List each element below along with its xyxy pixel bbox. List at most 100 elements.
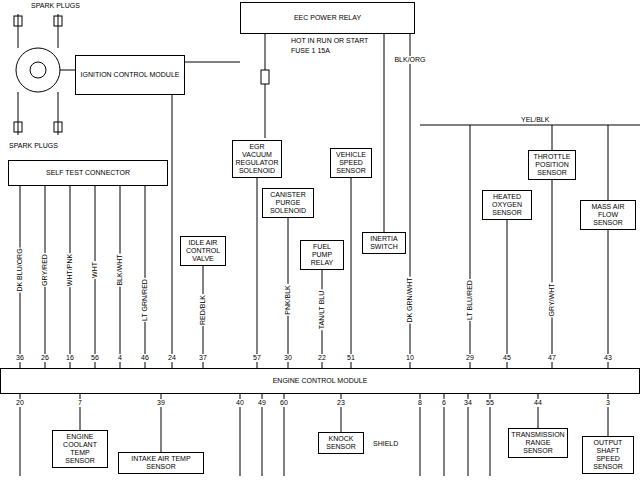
component-box: ENGINE COOLANT TEMP SENSOR (52, 430, 108, 468)
wire-label: SPARK PLUGS (30, 2, 81, 10)
component-label: FUEL PUMP RELAY (304, 243, 340, 267)
wire-connector (552, 180, 553, 368)
pin-number: 60 (279, 399, 289, 407)
distributor-cap (16, 48, 60, 92)
component-label: ENGINE COOLANT TEMP SENSOR (56, 433, 104, 465)
component-box: INERTIA SWITCH (362, 232, 406, 254)
pin-number: 8 (417, 399, 423, 407)
wire-label: BLK/WHT (116, 253, 124, 286)
wire-connector (384, 34, 385, 232)
wire (552, 125, 553, 150)
pin-number: 49 (257, 399, 267, 407)
wire-label: GRY/WHT (548, 283, 556, 318)
component-label: THROTTLE POSITION SENSOR (532, 153, 572, 177)
pin-number: 56 (90, 354, 100, 362)
wire-label: DK GRN/WHT (406, 276, 414, 323)
wire-label: DK BLU/ORG (16, 247, 24, 292)
pin-number: 34 (463, 399, 473, 407)
pin-number: 44 (533, 399, 543, 407)
wire (265, 34, 266, 138)
spark-plug-symbol (14, 122, 22, 132)
pin-number: 23 (336, 399, 346, 407)
pin-number: 37 (198, 354, 208, 362)
wire-label: WHT/PNK (66, 253, 74, 287)
pin-number: 47 (547, 354, 557, 362)
pin-number: 51 (346, 354, 356, 362)
component-label: ENGINE CONTROL MODULE (273, 377, 368, 385)
pin-number: 4 (117, 354, 123, 362)
pin-number: 36 (15, 354, 25, 362)
pin-number: 30 (283, 354, 293, 362)
pin-number: 7 (77, 399, 83, 407)
pin-number: 45 (502, 354, 512, 362)
wire-label: TAN/LT BLU (318, 290, 326, 331)
pin-number: 29 (465, 354, 475, 362)
pin-number: 46 (140, 354, 150, 362)
pin-number: 57 (252, 354, 262, 362)
wire-connector (257, 178, 258, 368)
component-box: IGNITION CONTROL MODULE (75, 55, 185, 95)
wire-label: HOT IN RUN OR START (290, 37, 369, 45)
component-box: EEC POWER RELAY (240, 2, 415, 34)
component-label: OUTPUT SHAFT SPEED SENSOR (586, 439, 630, 471)
component-label: CANISTER PURGE SOLENOID (266, 191, 310, 215)
component-label: INTAKE AIR TEMP SENSOR (122, 455, 200, 471)
wire (608, 125, 609, 200)
pin-number: 16 (65, 354, 75, 362)
component-box: FUEL PUMP RELAY (300, 240, 344, 270)
wire-connector (172, 95, 173, 368)
component-label: VEHICLE SPEED SENSOR (334, 151, 368, 175)
component-label: KNOCK SENSOR (322, 435, 360, 451)
wire-connector (351, 178, 352, 368)
wire-connector (145, 186, 146, 368)
plug-wire (18, 14, 19, 48)
component-label: IDLE AIR CONTROL VALVE (184, 239, 222, 263)
wire (420, 125, 640, 126)
pin-number: 22 (317, 354, 327, 362)
wire-label: RED/BLK (199, 294, 207, 326)
wire-label: SHIELD (372, 440, 399, 448)
plug-wire (58, 14, 59, 48)
component-box: SELF TEST CONNECTOR (8, 160, 168, 186)
component-box: MASS AIR FLOW SENSOR (580, 200, 636, 230)
plug-wire (58, 92, 59, 135)
component-label: EEC POWER RELAY (294, 14, 361, 22)
pin-number: 20 (15, 399, 25, 407)
component-label: SELF TEST CONNECTOR (46, 169, 130, 177)
fuse-symbol (261, 70, 269, 84)
spark-plug-symbol (54, 16, 62, 26)
wire-label: YEL/BLK (520, 116, 550, 124)
wire-label: GRY/RED (41, 253, 49, 287)
control-module-band: ENGINE CONTROL MODULE (0, 368, 640, 394)
component-box: EGR VACUUM REGULATOR SOLENOID (232, 140, 282, 178)
component-box: OUTPUT SHAFT SPEED SENSOR (582, 436, 634, 474)
component-label: INERTIA SWITCH (366, 235, 402, 251)
spark-plug-symbol (14, 16, 22, 26)
component-label: TRANSMISSION RANGE SENSOR (511, 431, 564, 455)
wire-label: SPARK PLUGS (8, 142, 59, 150)
wire-connector (608, 230, 609, 368)
wire-label: WHT (91, 261, 99, 279)
pin-number: 6 (441, 399, 447, 407)
component-label: EGR VACUUM REGULATOR SOLENOID (236, 143, 279, 175)
component-box: HEATED OXYGEN SENSOR (482, 190, 532, 220)
component-box: TRANSMISSION RANGE SENSOR (508, 428, 568, 458)
pin-number: 3 (605, 399, 611, 407)
pin-number: 24 (167, 354, 177, 362)
spark-plug-symbol (54, 122, 62, 132)
wire-connector (507, 220, 508, 368)
wire-label: PNK/BLK (284, 284, 292, 316)
pin-number: 39 (156, 399, 166, 407)
pin-number: 26 (40, 354, 50, 362)
component-label: IGNITION CONTROL MODULE (81, 71, 180, 79)
pin-number: 40 (235, 399, 245, 407)
plug-wire (18, 92, 19, 135)
component-label: HEATED OXYGEN SENSOR (486, 193, 528, 217)
wire-label: FUSE 1 15A (290, 47, 331, 55)
pin-number: 43 (603, 354, 613, 362)
component-box: IDLE AIR CONTROL VALVE (180, 236, 226, 266)
wire-label: LT BLU/RED (466, 279, 474, 321)
component-box: VEHICLE SPEED SENSOR (330, 148, 372, 178)
